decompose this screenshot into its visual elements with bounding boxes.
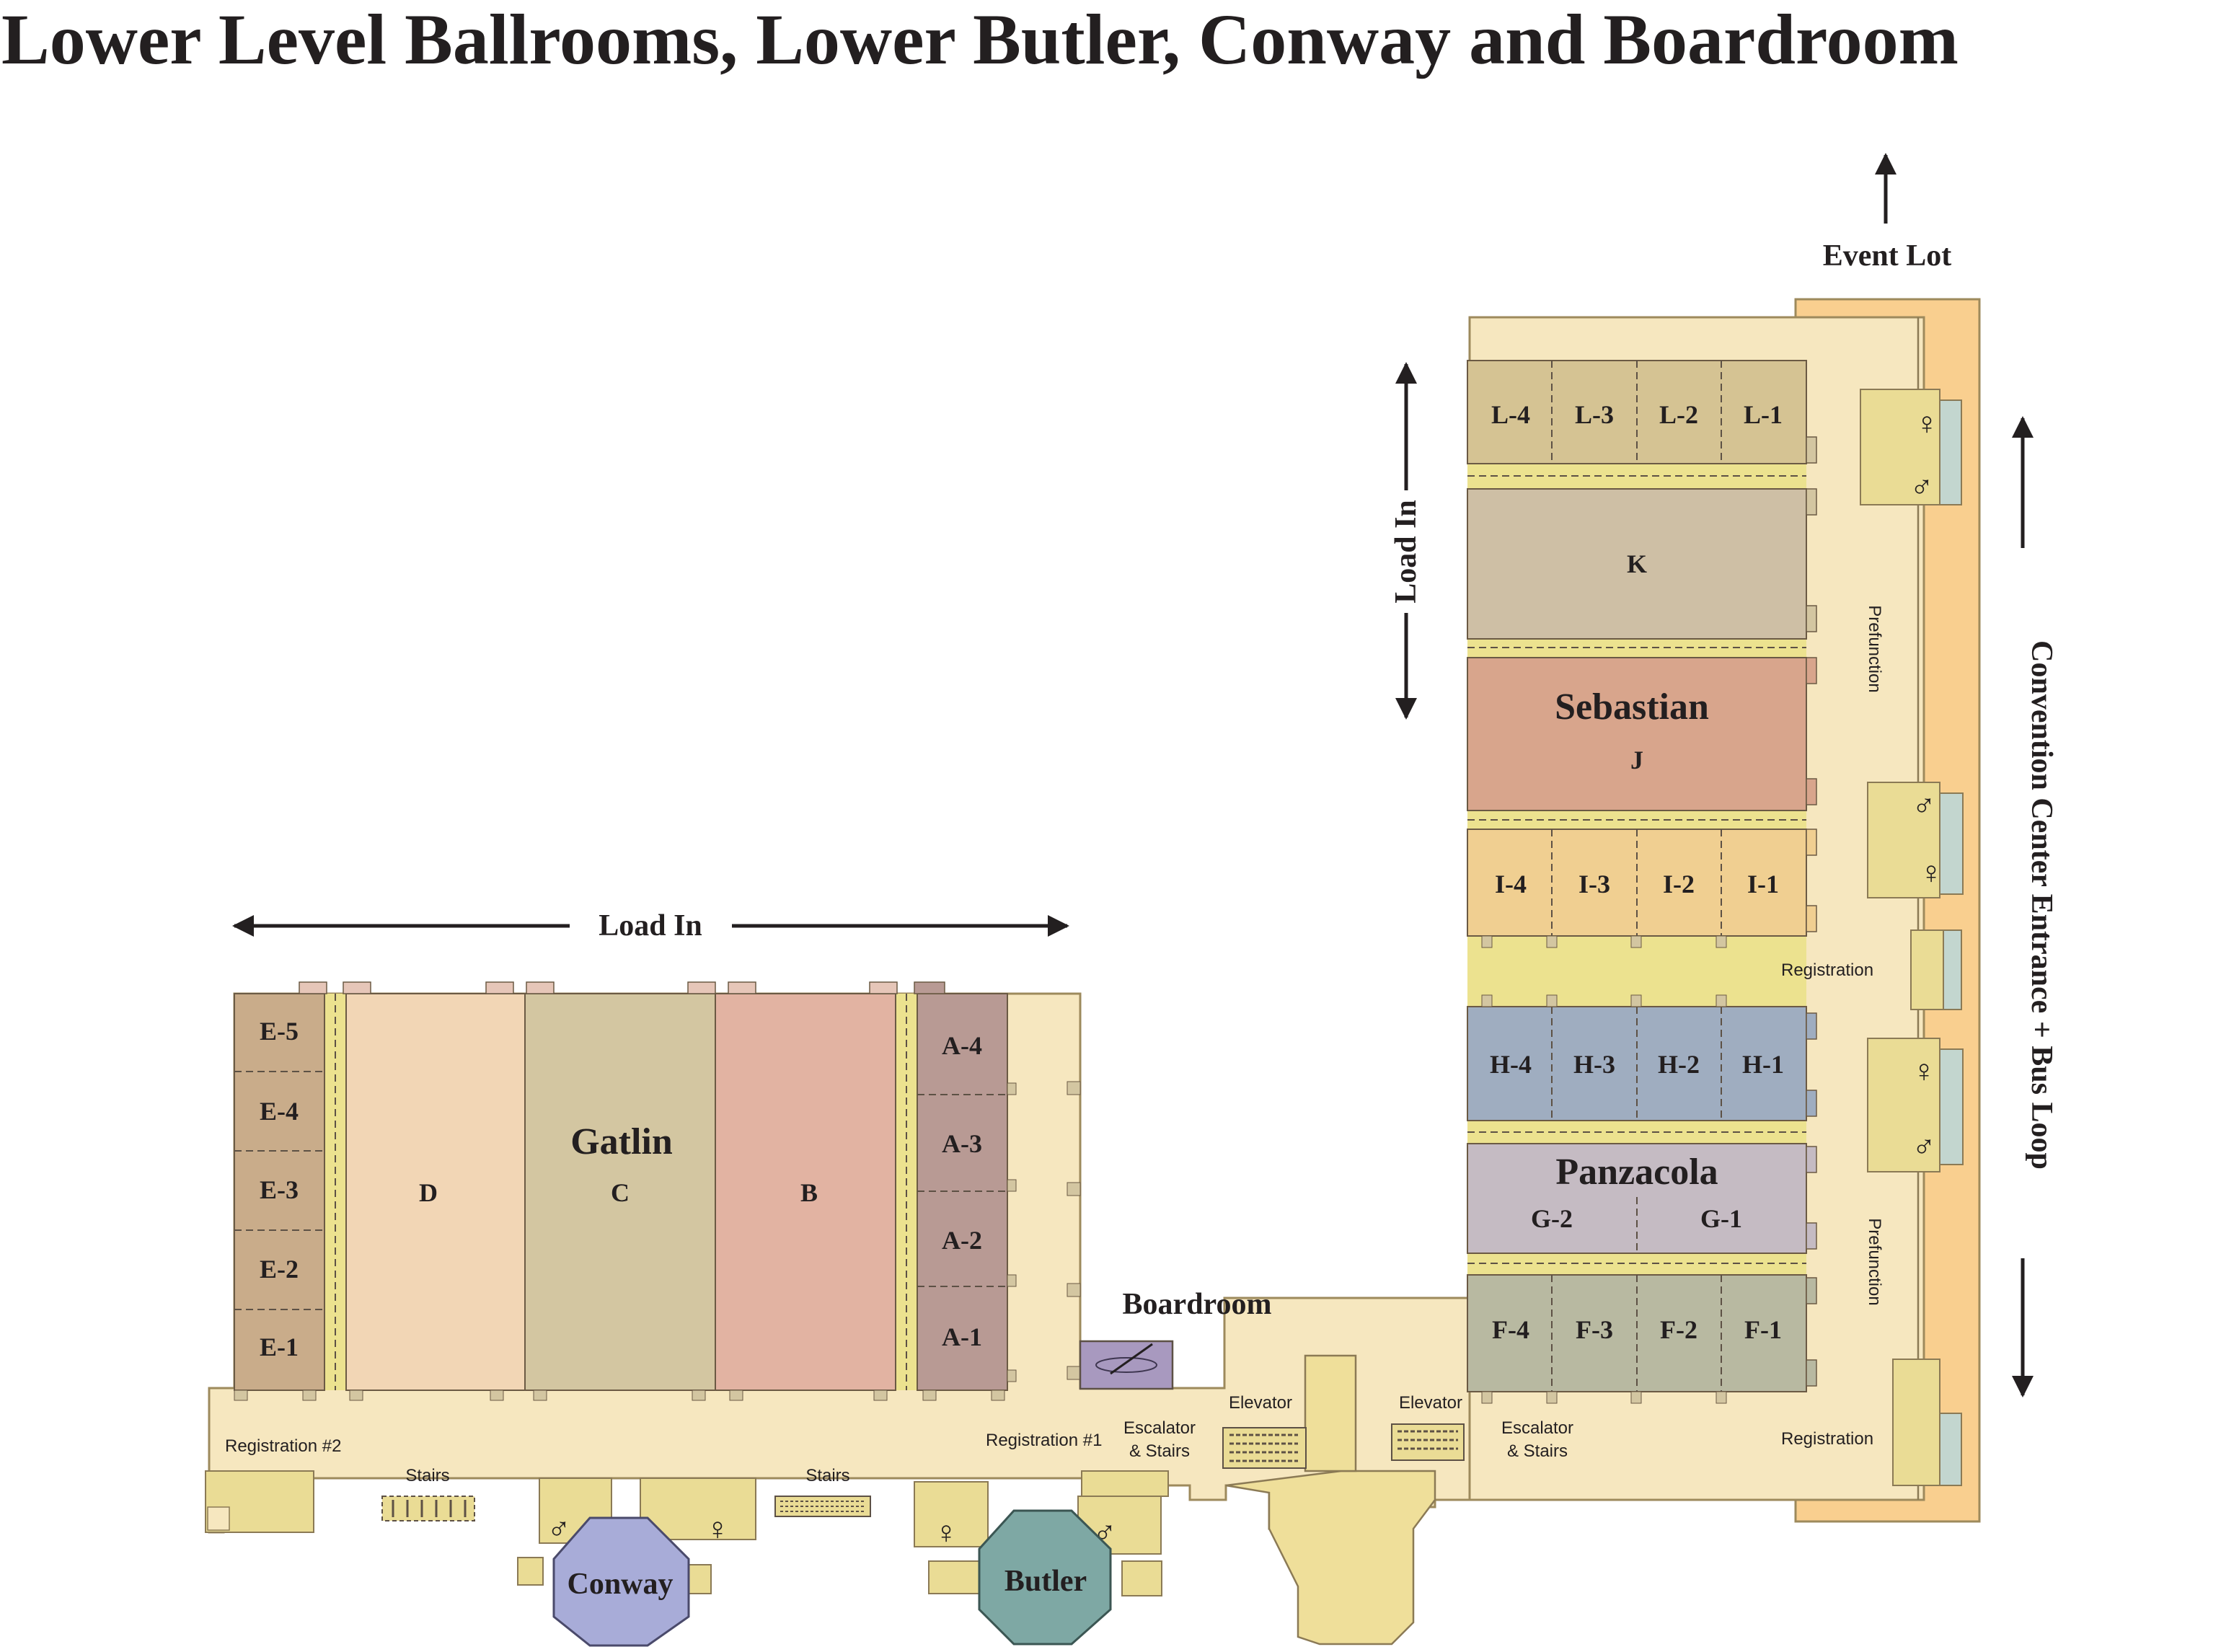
room-e5-label: E-5 [260, 1017, 299, 1046]
registration-2-block [205, 1470, 314, 1533]
stairs-right-label: Stairs [805, 1466, 849, 1485]
room-l3-label: L-3 [1575, 400, 1614, 429]
convention-entrance-indicator: Convention Center Entrance + Bus Loop [2012, 416, 2058, 1397]
room-a4-label: A-4 [942, 1031, 982, 1060]
room-e2-label: E-2 [260, 1255, 299, 1284]
load-in-horizontal-label: Load In [599, 909, 702, 942]
sebastian-name: Sebastian [1555, 686, 1709, 728]
room-g1-label: G-1 [1700, 1204, 1742, 1233]
room-h1-label: H-1 [1742, 1050, 1784, 1079]
elevator-right-label: Elevator [1399, 1393, 1462, 1413]
room-e1-label: E-1 [260, 1333, 299, 1361]
panzacola-name: Panzacola [1555, 1152, 1718, 1193]
east-restroom-block-1: ♀ ♂ [1860, 389, 1962, 505]
room-b-label: B [800, 1178, 818, 1207]
room-l1-label: L-1 [1744, 400, 1783, 429]
escalator-right-label-2: & Stairs [1507, 1441, 1568, 1461]
registration-1-label: Registration #1 [986, 1431, 1102, 1450]
central-lobby [1225, 1470, 1436, 1646]
room-c-label: C [611, 1178, 630, 1207]
butler-room: ♀ ♂ Butler [914, 1470, 1169, 1646]
restroom-icon-5: ♀ [1912, 1054, 1936, 1089]
convention-entrance-label: Convention Center Entrance + Bus Loop [2025, 640, 2058, 1170]
room-h2-label: H-2 [1658, 1050, 1700, 1079]
load-in-horizontal-arrow: Load In [232, 909, 1069, 942]
room-f4-label: F-4 [1492, 1315, 1529, 1344]
room-a2-label: A-2 [942, 1226, 982, 1255]
room-i4-label: I-4 [1495, 870, 1527, 898]
room-a1-label: A-1 [942, 1322, 982, 1351]
restroom-icon-butler-women: ♀ [935, 1515, 958, 1550]
room-j [1467, 657, 1807, 811]
room-i2-label: I-2 [1663, 870, 1695, 898]
registration-label-east-bottom: Registration [1781, 1429, 1873, 1449]
registration-label-east-top: Registration [1781, 960, 1873, 980]
room-i3-label: I-3 [1578, 870, 1610, 898]
east-restroom-block-4: ♀ ♂ [1867, 1038, 1964, 1172]
event-lot-indicator: Event Lot [1823, 153, 1952, 273]
room-f1-label: F-1 [1744, 1315, 1782, 1344]
room-h3-label: H-3 [1573, 1050, 1615, 1079]
east-service-block-3 [1910, 929, 1962, 1010]
boardroom-label: Boardroom [1123, 1288, 1272, 1321]
room-l4-label: L-4 [1491, 400, 1530, 429]
room-k [1467, 488, 1807, 640]
load-in-vertical-arrow: Load In [1390, 362, 1423, 720]
room-d [345, 993, 526, 1391]
gatlin-name: Gatlin [570, 1121, 673, 1162]
room-e3-label: E-3 [260, 1175, 299, 1204]
prefunction-top-label: Prefunction [1865, 605, 1884, 692]
page-title: Lower Level Ballrooms, Lower Butler, Con… [1, 0, 1959, 79]
restroom-icon-6: ♂ [1912, 1129, 1936, 1165]
room-f3-label: F-3 [1576, 1315, 1613, 1344]
room-h4-label: H-4 [1490, 1050, 1532, 1079]
escalator-left-label-1: Escalator [1123, 1418, 1196, 1438]
east-service-block-5 [1892, 1359, 1962, 1486]
escalator-right-label-1: Escalator [1501, 1418, 1573, 1438]
escalator-right [1391, 1423, 1465, 1461]
restroom-icon-conway-women: ♀ [706, 1511, 730, 1547]
conway-room: ♂ ♀ Conway [517, 1477, 756, 1647]
conway-label: Conway [567, 1568, 673, 1601]
room-f2-label: F-2 [1660, 1315, 1697, 1344]
east-restroom-block-2: ♂ ♀ [1867, 782, 1964, 898]
stairs-left [381, 1496, 475, 1521]
escalator-left-label-2: & Stairs [1129, 1441, 1190, 1461]
restroom-icon-1: ♀ [1915, 406, 1939, 441]
elevator-left-label: Elevator [1229, 1393, 1292, 1413]
gatlin-ballroom: E-5 E-4 E-3 E-2 E-1 D Gatlin C B A-4 A-3… [234, 981, 1081, 1401]
room-a3-label: A-3 [942, 1129, 982, 1158]
butler-label: Butler [1004, 1565, 1087, 1598]
room-g2-label: G-2 [1531, 1204, 1573, 1233]
room-e-column [234, 993, 325, 1391]
central-core [1304, 1354, 1357, 1472]
room-l2-label: L-2 [1659, 400, 1698, 429]
prefunction-bottom-label: Prefunction [1865, 1218, 1884, 1305]
room-c [524, 993, 716, 1391]
load-in-vertical-label: Load In [1390, 500, 1423, 604]
restroom-icon-conway-men: ♂ [547, 1511, 571, 1547]
stairs-left-label: Stairs [405, 1466, 449, 1485]
room-k-label: K [1627, 549, 1647, 578]
restroom-icon-4: ♀ [1920, 855, 1943, 891]
boardroom: Boardroom [1079, 1288, 1272, 1390]
room-b [715, 993, 896, 1391]
room-i1-label: I-1 [1747, 870, 1779, 898]
escalator-left [1222, 1427, 1307, 1469]
room-j-label: J [1630, 746, 1643, 774]
east-ballrooms: L-4 L-3 L-2 L-1 K Sebastian J I-4 I-3 I-… [1467, 360, 1817, 1404]
event-lot-label: Event Lot [1823, 239, 1952, 273]
registration-2-label: Registration #2 [225, 1436, 341, 1456]
stairs-right [774, 1496, 871, 1517]
room-d-label: D [419, 1178, 438, 1207]
restroom-icon-2: ♂ [1910, 469, 1934, 505]
restroom-icon-3: ♂ [1912, 788, 1936, 823]
room-e4-label: E-4 [260, 1097, 299, 1126]
